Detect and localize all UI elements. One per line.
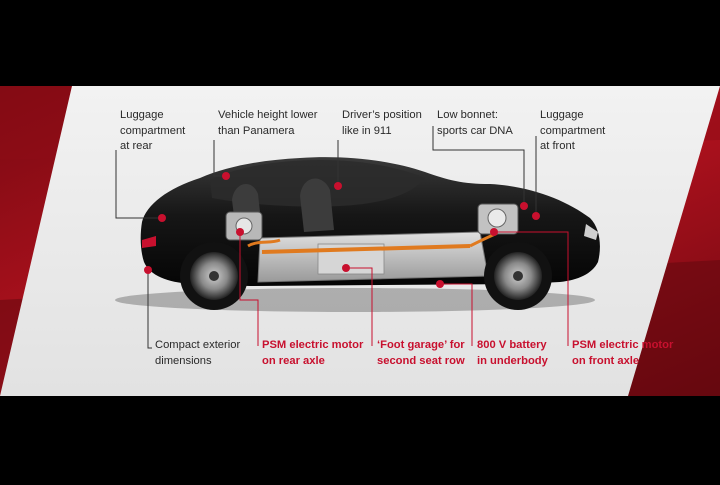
label-psm-rear: PSM electric motor on rear axle [262, 339, 364, 367]
callout-dots [144, 172, 540, 288]
label-low-bonnet: Low bonnet: sports car DNA [437, 109, 513, 137]
front-motor [477, 203, 519, 235]
leader-lines-dark [115, 126, 537, 349]
label-compact-exterior: Compact exterior dimensions [155, 339, 241, 367]
label-drivers-position: Driver’s position like in 911 [342, 109, 422, 137]
label-foot-garage: ‘Foot garage’ for second seat row [377, 339, 465, 367]
rear-wheel [180, 242, 248, 310]
label-luggage-front: Luggage compartment at front [540, 109, 606, 152]
label-vehicle-height: Vehicle height lower than Panamera [218, 109, 318, 137]
rear-motor [225, 211, 263, 241]
label-luggage-rear: Luggage compartment at rear [120, 109, 186, 152]
car-illustration [115, 157, 600, 312]
label-psm-front: PSM electric motor on front axle [572, 339, 674, 367]
front-wheel [484, 242, 552, 310]
leader-lines-red [239, 231, 569, 346]
label-battery: 800 V battery in underbody [477, 339, 548, 367]
